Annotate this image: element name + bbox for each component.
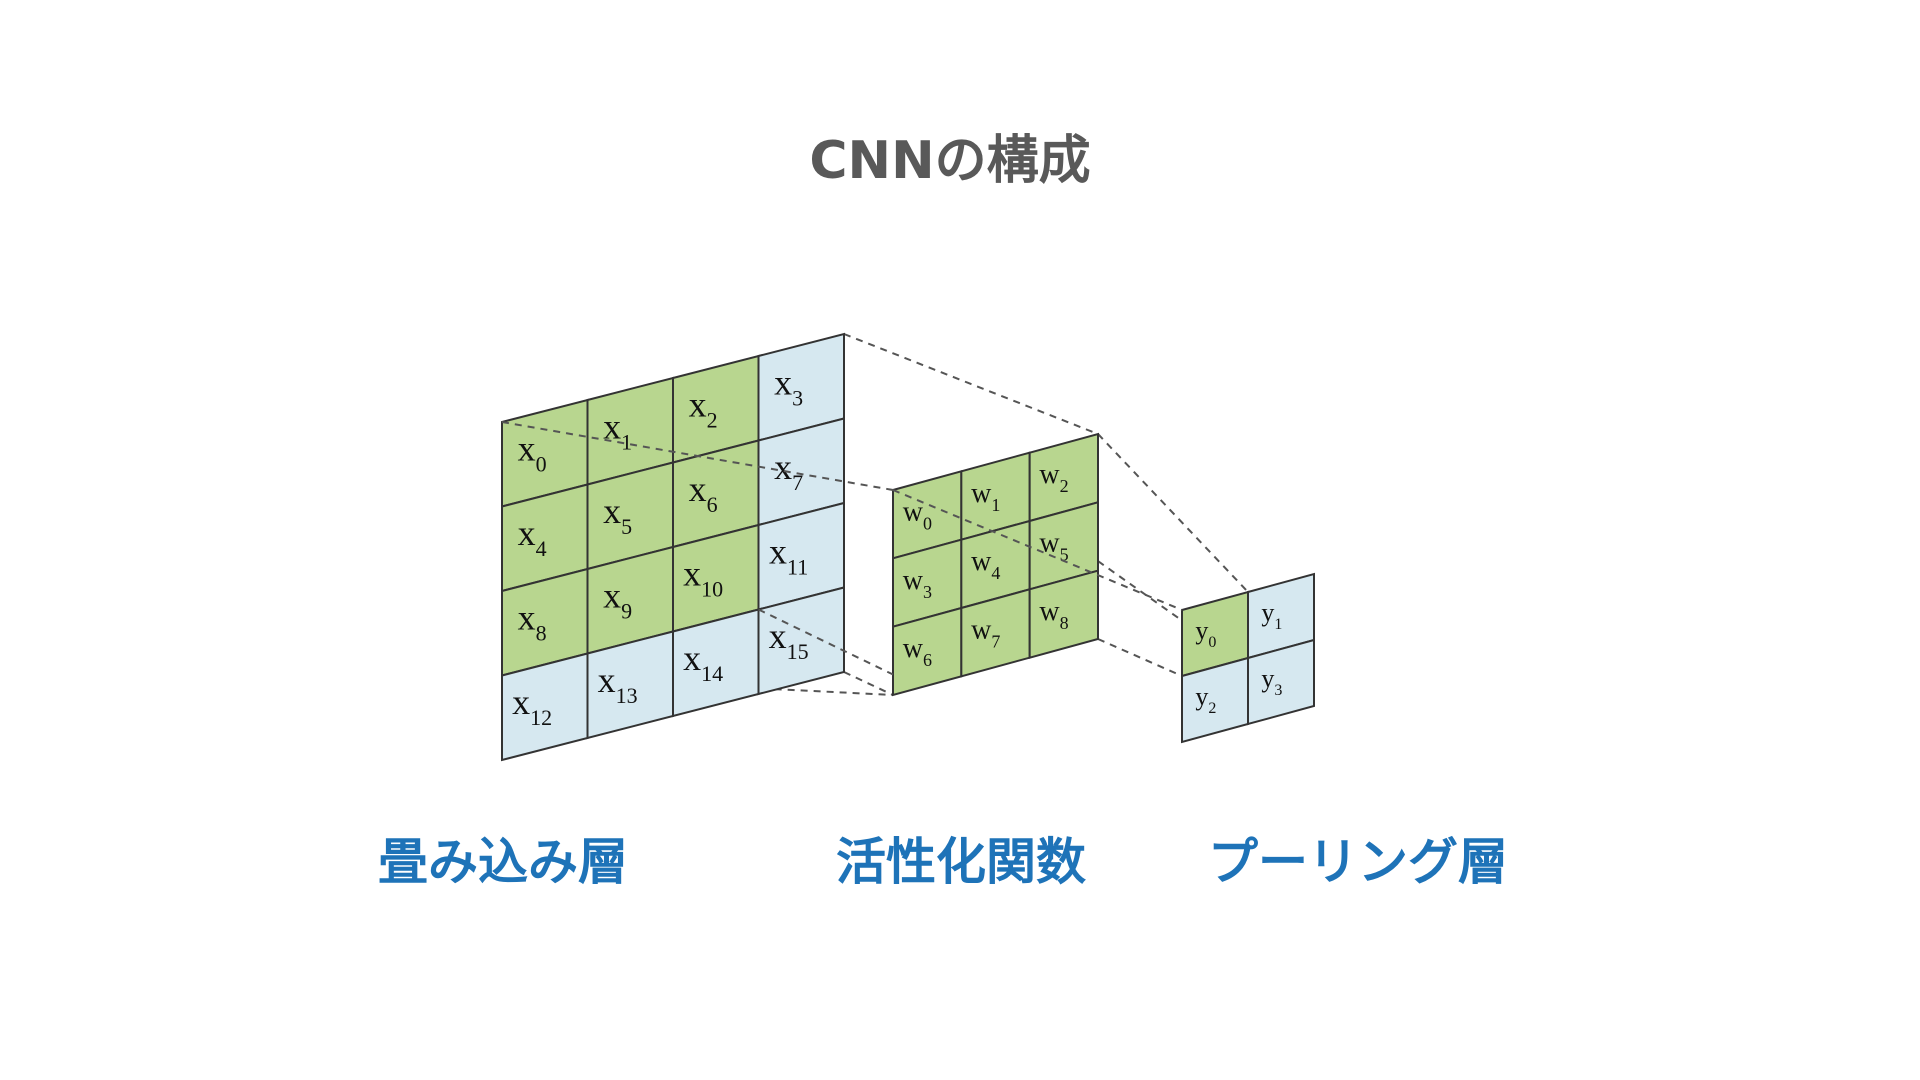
output-cell-label: y2 — [1195, 682, 1216, 717]
page-title: CNNの構成 — [809, 131, 1091, 191]
overlay-lines — [501, 421, 1183, 676]
kernel-cell-label: w0 — [903, 496, 932, 533]
input-cell-label: x12 — [512, 682, 552, 730]
input-cell-label: x5 — [603, 491, 632, 539]
input-cell-label: x11 — [769, 531, 808, 579]
convolution-layer-label: 畳み込み層 — [378, 833, 628, 891]
dashed-connector — [1097, 638, 1183, 677]
kernel-cell-label: w6 — [903, 633, 932, 670]
output-cell-label: y0 — [1195, 616, 1216, 651]
kernel-cell-label: w1 — [971, 478, 1000, 515]
dashed-connector — [892, 489, 1183, 611]
input-cell-label: x6 — [689, 469, 718, 517]
dashed-connector — [1097, 433, 1249, 593]
input-cell-label: x13 — [598, 660, 638, 708]
kernel-cell-label: w2 — [1039, 459, 1068, 496]
input-grid: x0 x1 x2 x3 x4 x5 x6 x7 x8 x9 x10 x11 x12 x13 x14 x15 — [501, 332, 845, 762]
input-cell-label: x2 — [689, 384, 718, 432]
input-cell-label: x15 — [769, 616, 809, 664]
kernel-cell-label: w8 — [1039, 596, 1068, 633]
output-cell-label: y1 — [1261, 598, 1282, 633]
output-cell — [1247, 638, 1315, 726]
activation-function-label: 活性化関数 — [836, 833, 1086, 891]
dashed-connector — [1097, 560, 1183, 622]
input-cell-label: x9 — [603, 575, 632, 623]
pooling-layer-label: プーリング層 — [1208, 833, 1508, 891]
output-grid: y0 y1 y2 y3 — [1181, 572, 1315, 744]
input-cell-label: x14 — [683, 638, 723, 686]
kernel-cell-label: w4 — [971, 546, 1000, 583]
kernel-cell-label: w7 — [971, 614, 1000, 651]
input-cell — [757, 586, 845, 696]
dashed-connector — [501, 421, 894, 491]
kernel-cell — [1028, 569, 1099, 659]
input-cell-label: x7 — [774, 447, 803, 495]
input-cell-label: x4 — [518, 513, 547, 561]
kernel-grid: w0 w1 w2 w3 w4 w5 w6 w7 w8 — [892, 432, 1099, 697]
input-cell-label: x10 — [683, 553, 723, 601]
dashed-connector — [843, 671, 894, 696]
kernel-cell-label: w3 — [903, 565, 932, 602]
dashed-connector — [843, 333, 1099, 435]
kernel-cell-label: w5 — [1039, 527, 1068, 564]
output-cell-label: y3 — [1261, 664, 1282, 699]
input-cell-label: x3 — [774, 362, 803, 410]
input-cell-label: x8 — [518, 597, 547, 645]
input-cell-label: x0 — [518, 428, 547, 476]
input-cell-label: x1 — [603, 406, 632, 454]
